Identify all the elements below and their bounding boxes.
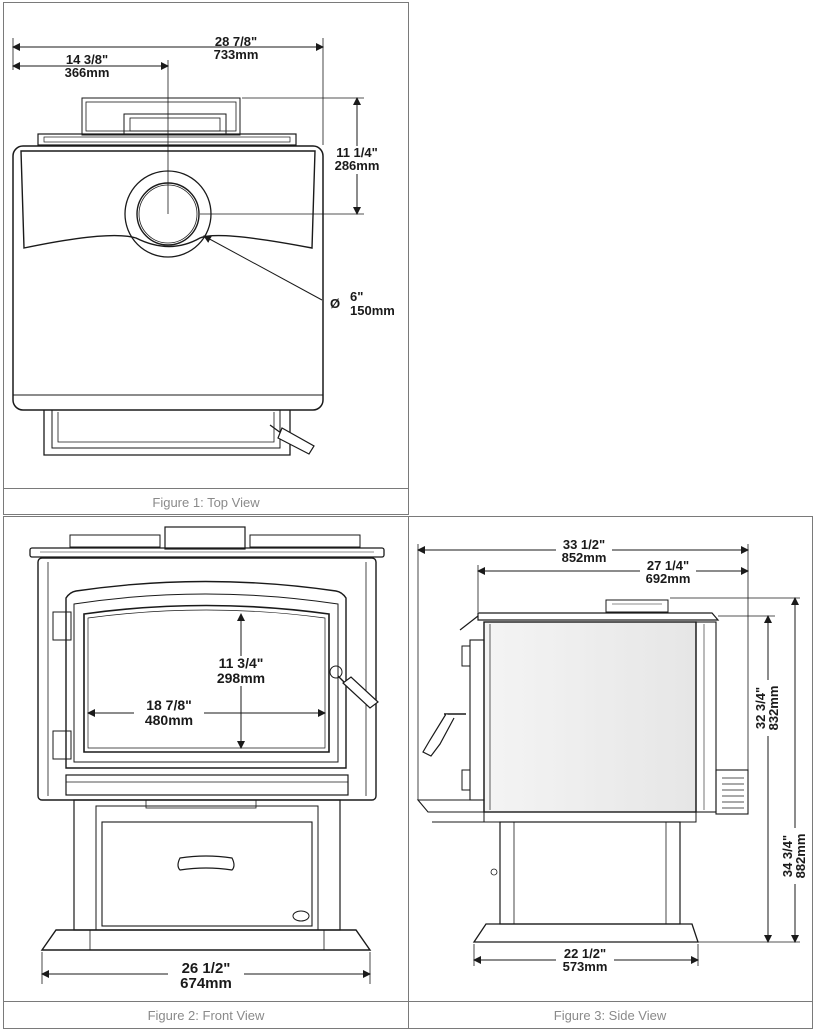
- glass-height-mm: 298mm: [217, 670, 265, 686]
- flue-height-mm: 832mm: [766, 686, 781, 731]
- flue-center-inches: 14 3/8": [66, 52, 108, 67]
- overall-width-mm: 733mm: [214, 47, 259, 62]
- base-width-mm: 674mm: [180, 975, 232, 992]
- total-height-mm: 882mm: [793, 834, 808, 879]
- flue-diameter-leader: [203, 235, 323, 301]
- side-view-drawing: [416, 599, 749, 943]
- flue-diameter-mm: 150mm: [350, 303, 395, 318]
- figure-1-caption: Figure 1: Top View: [152, 495, 260, 510]
- flue-depth-mm: 286mm: [335, 158, 380, 173]
- total-height-inches: 34 3/4": [780, 835, 795, 877]
- base-depth-mm: 573mm: [563, 959, 608, 974]
- top-view-panel: [3, 2, 409, 515]
- front-view-panel: [3, 516, 409, 1029]
- top-view-dimensions: 28 7/8" 733mm 14 3/8" 366mm 11 1/4" 286m…: [12, 34, 395, 318]
- ash-pan-handle: [177, 855, 235, 871]
- total-depth-inches: 33 1/2": [563, 537, 605, 552]
- panel-frames: [3, 2, 813, 1029]
- glass-width-mm: 480mm: [145, 712, 193, 728]
- front-view-dimensions: 11 3/4" 298mm 18 7/8" 480mm 26 1/2" 674m…: [41, 613, 371, 992]
- flue-diameter-symbol: Ø: [330, 296, 340, 311]
- figure-2-caption: Figure 2: Front View: [148, 1008, 265, 1023]
- glass-height-inches: 11 3/4": [219, 655, 264, 671]
- flue-diameter-inches: 6": [350, 289, 363, 304]
- flue-depth-side-mm: 692mm: [646, 571, 691, 586]
- door-handle: [342, 676, 379, 709]
- base-width-inches: 26 1/2": [182, 960, 231, 977]
- glass-width-inches: 18 7/8": [146, 697, 192, 713]
- flue-center-mm: 366mm: [65, 65, 110, 80]
- front-view-drawing: [29, 526, 385, 951]
- flue-depth-side-inches: 27 1/4": [647, 558, 689, 573]
- overall-width-inches: 28 7/8": [215, 34, 257, 49]
- total-depth-mm: 852mm: [562, 550, 607, 565]
- door-glass: [83, 604, 330, 753]
- flue-height-inches: 32 3/4": [753, 687, 768, 729]
- side-view-dimensions: 33 1/2" 852mm 27 1/4" 692mm 32 3/4" 832m…: [417, 537, 810, 974]
- side-view-panel: [408, 516, 813, 1029]
- figure-3-caption: Figure 3: Side View: [554, 1008, 667, 1023]
- flue-depth-inches: 11 1/4": [336, 145, 378, 160]
- base-depth-inches: 22 1/2": [564, 946, 606, 961]
